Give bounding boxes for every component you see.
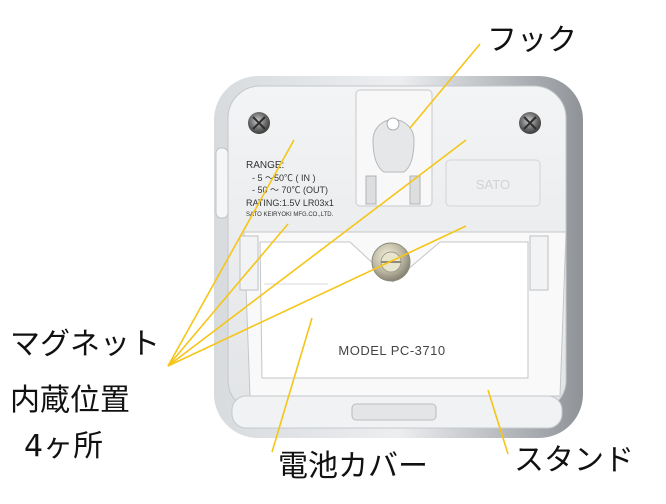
leader-hook [409,43,481,129]
leader-stand [487,389,509,455]
label-magnet-line-2: 内蔵位置 [10,383,130,418]
label-stand: スタンド [514,443,634,478]
brand-emboss: SATO [476,177,510,192]
rating-line-5: SATO KEIRYOKI MFG.CO.,LTD. [246,212,334,218]
label-hook: フック [487,23,577,58]
rating-line-3: - 50 ～ 70℃ (OUT) [252,185,328,195]
leader-battery [271,317,313,453]
battery-cover: MODEL PC-3710 [259,241,529,379]
rating-line-4: RATING:1.5V LR03x1 [246,198,334,208]
rating-line-1: RANGE: [246,160,284,171]
model-label: MODEL PC-3710 [338,343,445,358]
leader-magnet-3 [167,139,467,367]
label-magnet-line-3: 4ヶ所 [24,429,104,464]
rating-line-2: - 5 ～50℃ ( IN ) [252,173,316,183]
brand-emboss-plate [445,159,541,207]
stand-foot [351,403,437,421]
screw-right [519,112,541,134]
label-battery-cover: 電池カバー [278,449,428,484]
hook-plate [355,89,433,207]
label-magnet-line-1: マグネット [10,327,160,362]
rating-block: RANGE: - 5 ～50℃ ( IN ) - 50 ～ 70℃ (OUT) … [246,160,334,218]
screw-left [248,112,270,134]
leader-lines [167,43,509,455]
leader-magnet-1 [167,139,295,367]
leader-magnet-2 [167,223,289,367]
leader-magnet-4 [167,225,467,367]
